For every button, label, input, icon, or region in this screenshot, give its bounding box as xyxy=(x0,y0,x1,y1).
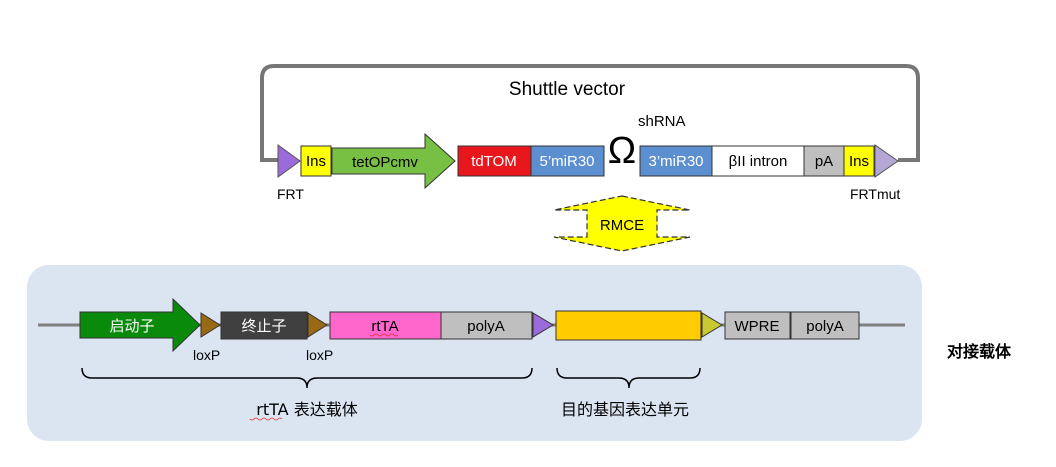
polya2-box xyxy=(790,311,860,340)
frt-left-label: FRT xyxy=(277,186,304,202)
loxp1-triangle xyxy=(200,312,221,338)
terminator-label: 终止子 xyxy=(241,317,286,335)
shrna-label: shRNA xyxy=(638,113,686,130)
docking-panel xyxy=(27,265,922,441)
shuttle-title: Shuttle vector xyxy=(509,79,626,100)
frt-left-triangle xyxy=(277,144,301,178)
pa-box xyxy=(803,145,845,177)
pa-label: pA xyxy=(815,153,833,170)
polya2-label: polyA xyxy=(806,318,844,335)
rtta-label: rtTA xyxy=(371,318,398,335)
frtmut-triangle xyxy=(874,144,899,178)
terminator-box xyxy=(220,311,308,340)
docking-vector-title: 对接载体 xyxy=(947,342,1012,361)
shrna-omega-symbol: Ω xyxy=(608,130,636,172)
ins-right-box xyxy=(843,145,875,177)
tetop-arrow xyxy=(331,132,456,190)
tetop-label: tetOPcmv xyxy=(352,154,418,171)
goi-box xyxy=(555,310,702,341)
ins-left-box xyxy=(300,145,332,177)
site-purple-triangle xyxy=(532,312,554,338)
wpre-box xyxy=(724,311,791,340)
loxp2-label: loxP xyxy=(306,347,333,363)
rtta-label-squiggle xyxy=(249,417,283,421)
loxp1-label: loxP xyxy=(193,347,220,363)
mir30-5-label: 5’miR30 xyxy=(539,153,594,170)
frtmut-label: FRTmut xyxy=(850,186,900,202)
mir30-3-box xyxy=(639,145,713,177)
intron-label: βII intron xyxy=(729,153,788,170)
promoter-label: 启动子 xyxy=(109,317,154,335)
brace-goi-unit xyxy=(556,367,701,389)
shuttle-loop xyxy=(260,64,920,162)
ins-right-label: Ins xyxy=(849,153,869,170)
rmce-label: RMCE xyxy=(600,217,644,234)
tdtom-label: tdTOM xyxy=(471,153,517,170)
brace-goi-unit-label: 目的基因表达单元 xyxy=(561,400,689,419)
rmce-double-arrow xyxy=(553,195,691,252)
brace-rtta-expression xyxy=(81,367,533,389)
polya1-label: polyA xyxy=(467,318,505,335)
wpre-label: WPRE xyxy=(735,318,780,335)
rtta-spellcheck-squiggle xyxy=(369,333,399,337)
mir30-3-label: 3’miR30 xyxy=(648,153,703,170)
polya1-box xyxy=(440,311,533,340)
loxp2-triangle xyxy=(307,312,328,338)
mir30-5-box xyxy=(530,145,605,177)
brace-rtta-expression-label: rtTA 表达载体 xyxy=(256,400,357,419)
ins-left-label: Ins xyxy=(306,153,326,170)
site-olive-triangle xyxy=(701,312,723,338)
promoter-arrow xyxy=(79,297,201,353)
